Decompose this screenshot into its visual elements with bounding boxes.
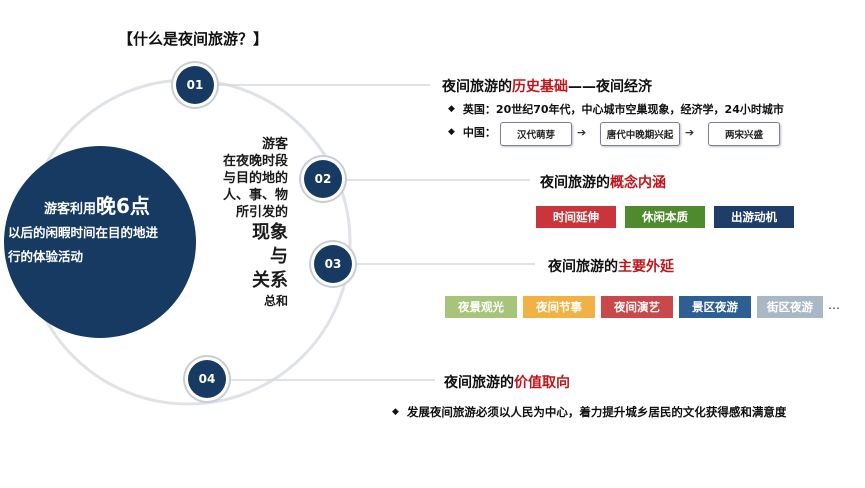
definition-emphasis: 现象 (252, 222, 288, 243)
section-2-title-prefix: 夜间旅游的 (540, 175, 610, 191)
section-1-title-prefix: 夜间旅游的 (442, 79, 512, 95)
history-step-box: 唐代中晚期兴起 (600, 122, 680, 146)
definition-line: 在夜晚时段 (222, 154, 288, 169)
section-1-uk-row: ◆ 英国： 20世纪70年代，中心城市空巢现象，经济学，24小时城市 (448, 101, 784, 117)
uk-text: 20世纪70年代，中心城市空巢现象，经济学，24小时城市 (495, 103, 784, 116)
page-title: 【什么是夜间旅游？】 (118, 30, 269, 48)
section-1-title-suffix: ——夜间经济 (568, 79, 652, 95)
step-number-02: 02 (304, 160, 342, 198)
core-line-1-emphasis: 晚6点 (96, 194, 150, 218)
extension-tag: 景区夜游 (679, 296, 751, 318)
step-number-01: 01 (176, 66, 214, 104)
concept-tag: 出游动机 (714, 206, 794, 228)
definition-tail: 总和 (263, 294, 288, 308)
history-step-box: 汉代萌芽 (500, 122, 572, 146)
definition-emphasis: 与 (270, 246, 288, 267)
definition-line: 所引发的 (235, 205, 288, 220)
definition-emphasis: 关系 (252, 270, 288, 291)
value-statement: 发展夜间旅游必须以人民为中心，着力提升城乡居民的文化获得感和满意度 (406, 405, 787, 419)
step-number-03: 03 (314, 245, 352, 283)
concept-tag: 时间延伸 (536, 206, 616, 228)
section-3-title-prefix: 夜间旅游的 (548, 259, 618, 275)
history-step-box: 两宋兴盛 (708, 122, 780, 146)
arrow-right-icon: ➔ (685, 126, 695, 139)
core-line-2: 以后的闲暇时间在目的地进 (8, 225, 159, 240)
more-ellipsis: … (828, 298, 840, 312)
uk-label: 英国： (462, 103, 496, 116)
cn-label: 中国： (462, 126, 496, 139)
section-4-bullet: ◆ 发展夜间旅游必须以人民为中心，着力提升城乡居民的文化获得感和满意度 (392, 404, 786, 420)
core-line-3: 行的体验活动 (8, 249, 84, 264)
definition-line: 人、事、物 (222, 188, 288, 203)
section-4-title-prefix: 夜间旅游的 (444, 375, 514, 391)
core-line-1: 游客利用晚6点 (44, 190, 150, 219)
concept-tag: 休闲本质 (625, 206, 705, 228)
section-2-title-highlight: 概念内涵 (610, 175, 666, 191)
extension-tag: 夜景观光 (445, 296, 517, 318)
definition-line: 与目的地的 (222, 171, 288, 186)
section-3-title-highlight: 主要外延 (618, 259, 674, 275)
section-1-cn-row: ◆ 中国： (448, 124, 496, 140)
diamond-bullet-icon: ◆ (392, 407, 399, 417)
section-4-title-highlight: 价值取向 (514, 375, 570, 391)
definition-line: 游客 (261, 137, 288, 152)
section-2-title: 夜间旅游的概念内涵 (540, 172, 666, 192)
extension-tag: 夜间演艺 (601, 296, 673, 318)
extension-tag: 街区夜游 (757, 296, 823, 318)
definition-block: 游客 在夜晚时段 与目的地的 人、事、物 所引发的 现象 与 关系 总和 (196, 136, 288, 309)
diamond-bullet-icon: ◆ (448, 127, 455, 137)
section-1-title: 夜间旅游的历史基础——夜间经济 (442, 76, 652, 96)
extension-tag: 夜间节事 (523, 296, 595, 318)
arrow-right-icon: ➔ (577, 126, 587, 139)
diamond-bullet-icon: ◆ (448, 104, 455, 114)
section-4-title: 夜间旅游的价值取向 (444, 372, 570, 392)
core-circle (4, 146, 196, 338)
core-line-1-prefix: 游客利用 (44, 202, 97, 217)
section-1-title-highlight: 历史基础 (512, 79, 568, 95)
step-number-04: 04 (188, 360, 226, 398)
section-3-title: 夜间旅游的主要外延 (548, 256, 674, 276)
